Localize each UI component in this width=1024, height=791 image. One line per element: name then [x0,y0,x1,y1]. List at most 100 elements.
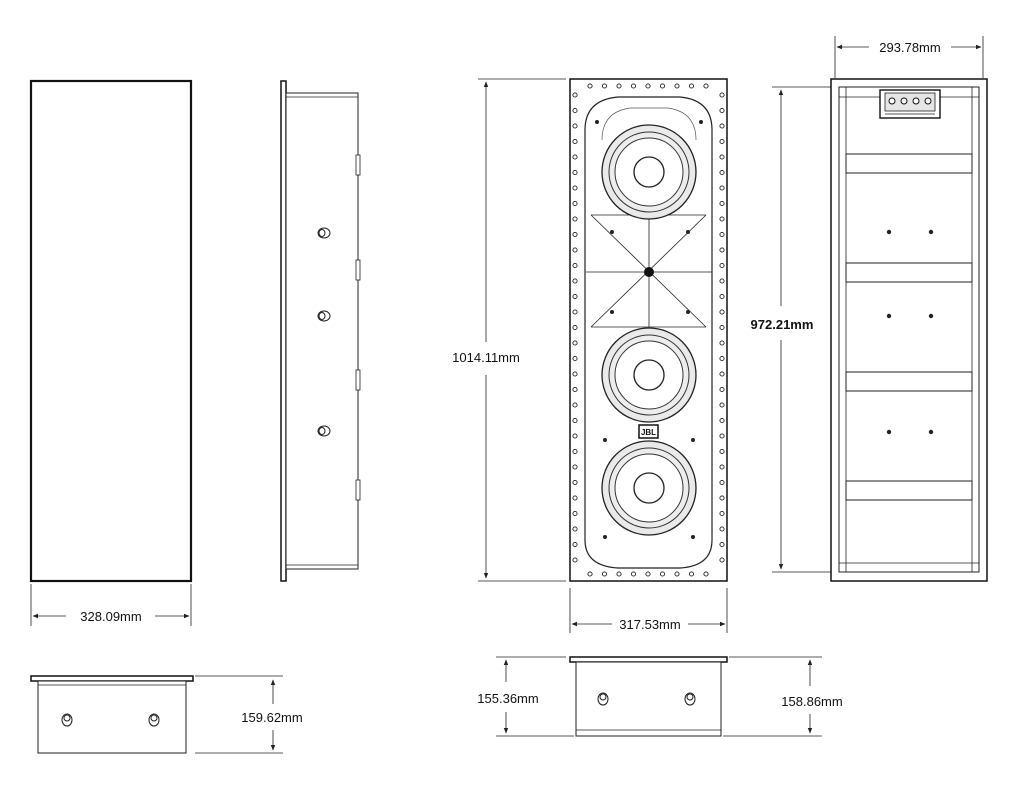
bottom-clamp-screw [148,713,160,727]
mounting-hole [719,138,725,145]
mounting-hole [719,433,725,439]
mounting-hole [630,571,637,577]
mounting-hole [719,216,725,222]
mounting-hole [719,355,725,362]
woofer-driver [601,327,697,423]
mounting-hole [572,448,578,455]
jbl-logo: JBL [638,424,659,439]
side-clamp-screw [317,425,331,437]
mounting-hole [572,371,578,377]
face-width-label: 317.53mm [619,617,680,632]
mounting-hole [630,83,637,89]
mounting-hole [719,309,725,315]
mounting-hole [719,541,725,548]
bottom-depth-left-label: 155.36mm [477,691,538,706]
mounting-hole [572,402,578,408]
mounting-hole [719,107,725,114]
bottom-right-view: 155.36mm 158.86mm [477,656,843,737]
mounting-hole [719,185,725,191]
terminal-block [879,89,941,119]
mounting-hole [572,169,578,176]
mounting-hole [572,495,578,501]
mounting-hole [572,123,578,129]
bottom-clamp-screw [597,692,609,706]
mounting-hole [572,479,578,486]
mounting-hole [719,510,725,517]
mounting-hole [572,386,578,393]
mounting-hole [572,92,578,98]
mounting-hole [572,107,578,114]
bottom-clamp-screw [684,692,696,706]
mounting-hole [719,293,725,300]
mounting-hole [572,154,578,160]
mounting-hole [572,247,578,253]
mounting-hole [616,571,622,577]
crossover-panel [586,214,712,328]
bottom-clamp-screw [61,713,73,727]
mounting-hole [572,278,578,284]
bottom-depth-right-label: 158.86mm [781,694,842,709]
side-view [280,80,361,582]
mounting-hole [572,510,578,517]
mounting-hole [674,83,680,89]
mounting-hole [572,464,578,470]
mounting-hole [601,571,608,577]
mounting-hole [719,386,725,393]
mounting-hole [587,571,593,577]
rear-height-label: 972.21mm [751,317,814,332]
side-clamp-screw [317,227,331,239]
mounting-hole [719,495,725,501]
mounting-hole [572,340,578,346]
rear-width-label: 293.78mm [879,40,940,55]
mounting-hole [719,262,725,269]
mounting-hole [572,138,578,145]
mounting-hole [719,278,725,284]
baffle-front-view: 1014.11mm [452,78,728,633]
mounting-hole [719,200,725,207]
mounting-hole [719,340,725,346]
face-height-label: 1014.11mm [452,350,520,365]
mounting-hole [645,83,651,89]
mounting-hole [719,464,725,470]
mounting-hole [572,324,578,331]
bottom-left-view: 159.62mm [30,675,303,754]
mounting-hole [719,169,725,176]
mounting-hole [572,309,578,315]
mounting-hole [572,541,578,548]
mounting-hole [719,526,725,532]
mounting-hole [688,83,695,89]
mounting-hole [572,293,578,300]
front-depth-label: 159.62mm [241,710,302,725]
mounting-hole [572,231,578,238]
mounting-holes [572,83,725,577]
mounting-hole [719,448,725,455]
mounting-hole [587,83,593,89]
mounting-hole [719,417,725,424]
mounting-hole [572,185,578,191]
mounting-hole [616,83,622,89]
mounting-hole [572,262,578,269]
mounting-hole [703,571,709,577]
mounting-hole [719,247,725,253]
mounting-hole [572,355,578,362]
mounting-hole [719,479,725,486]
mounting-hole [572,526,578,532]
mounting-hole [572,417,578,424]
mounting-hole [645,571,651,577]
mounting-hole [719,231,725,238]
woofer-driver [601,440,697,536]
mounting-hole [719,123,725,129]
center-tweeter-dot [644,267,654,277]
mounting-hole [572,216,578,222]
mounting-hole [572,433,578,439]
mounting-hole [572,557,578,563]
front-width-label: 328.09mm [80,609,141,624]
mounting-hole [703,83,709,89]
mounting-hole [719,154,725,160]
mounting-hole [719,557,725,563]
svg-text:JBL: JBL [641,428,656,437]
mounting-hole [688,571,695,577]
mounting-hole [719,92,725,98]
woofer-driver [601,124,697,220]
